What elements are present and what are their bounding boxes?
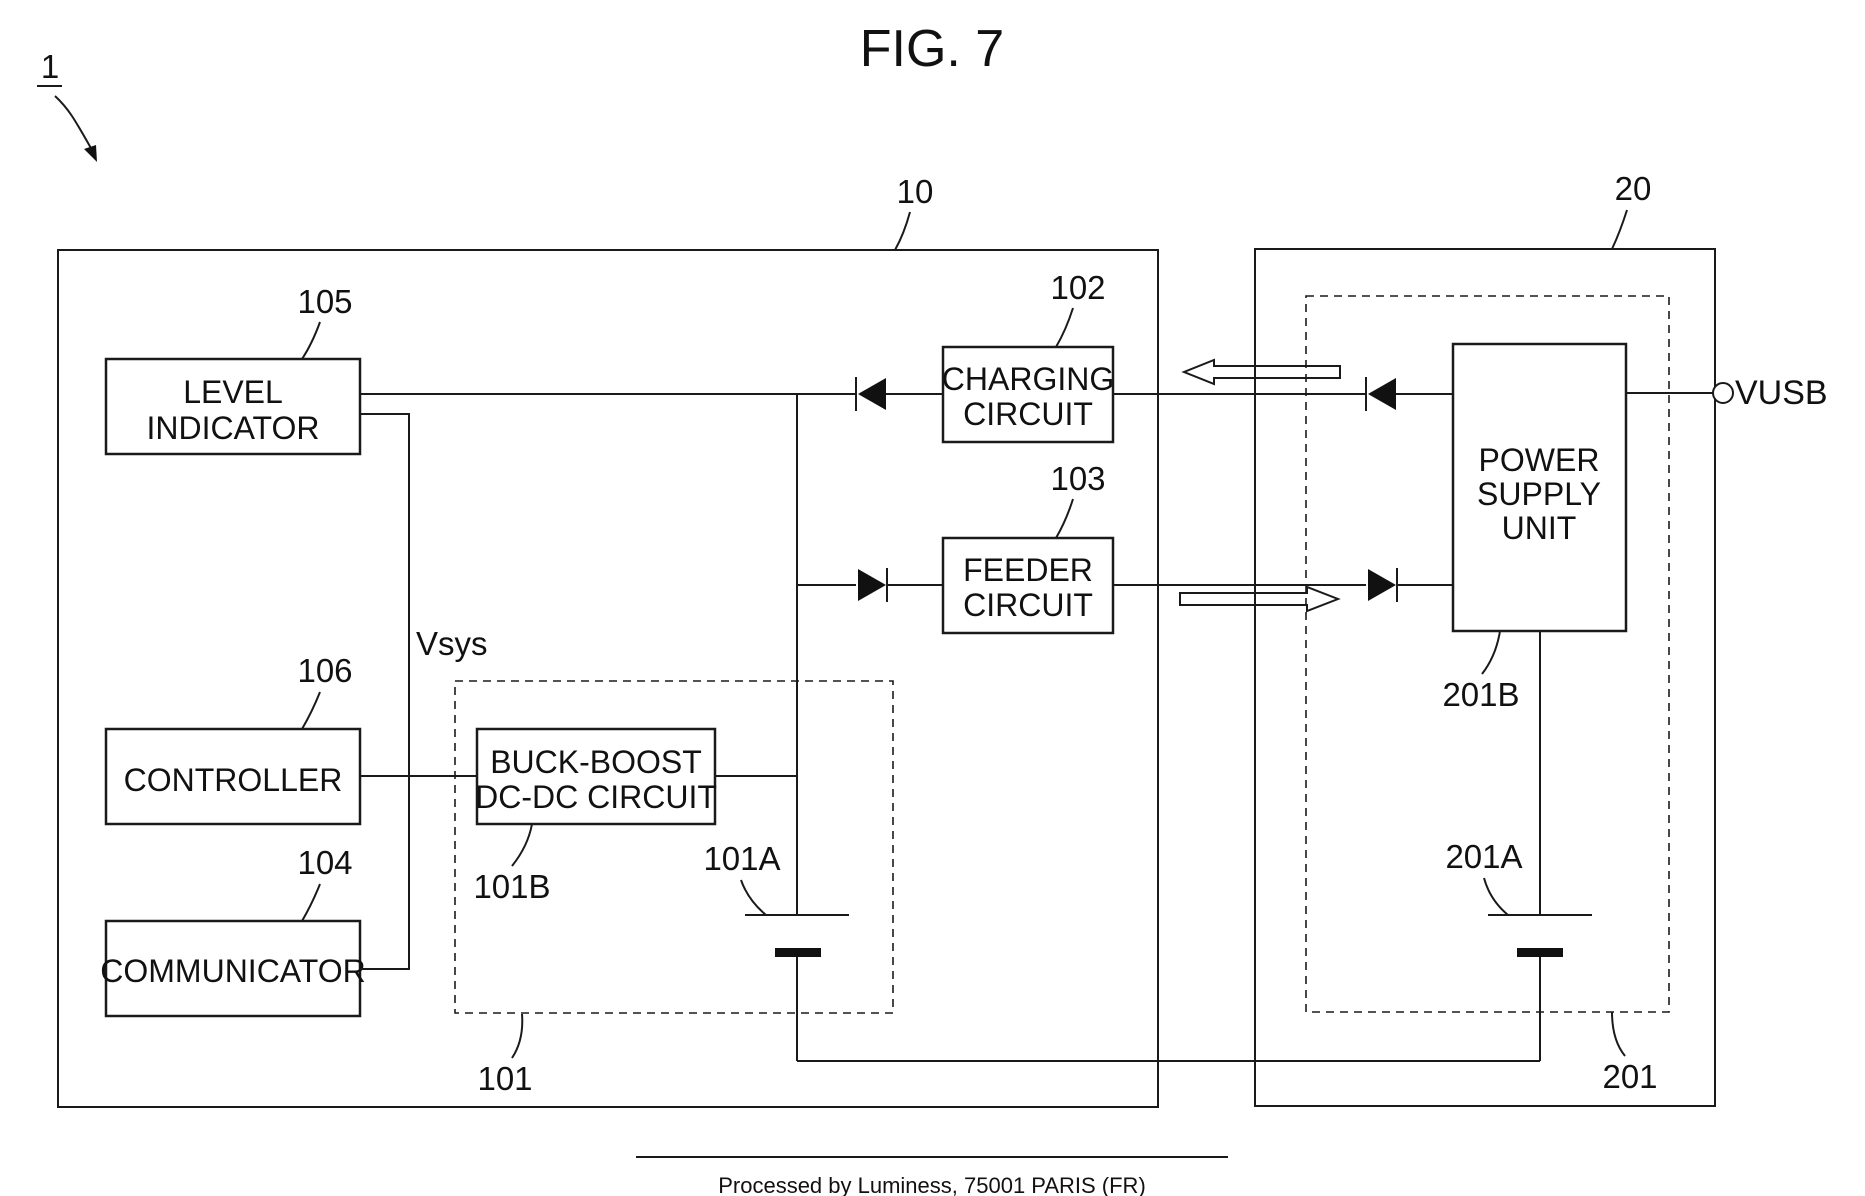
feeder-circuit-leader: [1056, 499, 1073, 538]
diode-feeder-right: [1368, 568, 1397, 602]
system-ref-arrow: [55, 96, 92, 150]
level-indicator-label-line-1: LEVEL: [183, 374, 283, 410]
power-supply-unit-block: POWER SUPPLY UNIT 201B: [1442, 344, 1626, 713]
diode-triangle: [858, 378, 886, 410]
feeder-circuit-block: FEEDER CIRCUIT 103: [943, 460, 1113, 633]
charging-flow-arrow: [1184, 360, 1340, 384]
buck-boost-block: BUCK-BOOST DC-DC CIRCUIT 101B: [473, 729, 716, 905]
system-ref-label: 1: [41, 48, 59, 85]
system-reference: 1: [37, 48, 97, 162]
device-20-ref: 20: [1615, 170, 1652, 207]
power-supply-unit-label-line-2: SUPPLY: [1477, 476, 1601, 512]
level-indicator-leader: [302, 322, 320, 359]
device-20-leader: [1612, 210, 1627, 249]
feeder-circuit-ref: 103: [1050, 460, 1105, 497]
diode-triangle: [858, 569, 886, 601]
level-indicator-block: LEVEL INDICATOR 105: [106, 283, 360, 454]
buck-boost-label-line-2: DC-DC CIRCUIT: [475, 779, 717, 815]
charging-circuit-label-line-1: CHARGING: [942, 361, 1114, 397]
device-20: 20: [1255, 170, 1715, 1106]
battery-module-101-leader: [512, 1014, 522, 1058]
device-10-ref: 10: [897, 173, 934, 210]
battery-negative-plate: [1517, 948, 1563, 957]
controller-block: CONTROLLER 106: [106, 652, 360, 824]
power-supply-unit-label-line-1: POWER: [1479, 442, 1600, 478]
diode-charging-right: [1366, 377, 1396, 411]
battery-module-201-ref: 201: [1602, 1058, 1657, 1095]
controller-label: CONTROLLER: [124, 762, 343, 798]
system-ref-arrowhead: [84, 145, 97, 162]
charging-circuit-block: CHARGING CIRCUIT 102: [942, 269, 1114, 442]
communicator-ref: 104: [297, 844, 352, 881]
feeder-circuit-label-line-1: FEEDER: [963, 552, 1093, 588]
battery-negative-plate: [775, 948, 821, 957]
figure-title: FIG. 7: [860, 20, 1004, 78]
level-indicator-label-line-2: INDICATOR: [146, 410, 319, 446]
communicator-leader: [302, 884, 320, 921]
battery-cell-201a-leader: [1484, 878, 1508, 915]
diode-triangle: [1368, 378, 1396, 410]
charging-circuit-label-line-2: CIRCUIT: [963, 396, 1093, 432]
controller-ref: 106: [297, 652, 352, 689]
battery-cell-201a-ref: 201A: [1445, 838, 1522, 875]
footer-text: Processed by Luminess, 75001 PARIS (FR): [718, 1173, 1146, 1196]
level-indicator-ref: 105: [297, 283, 352, 320]
battery-module-201-leader: [1612, 1012, 1625, 1056]
feeder-circuit-label-line-2: CIRCUIT: [963, 587, 1093, 623]
battery-cell-201a: 201A: [1445, 838, 1592, 957]
controller-leader: [302, 692, 320, 729]
diode-triangle: [1368, 569, 1396, 601]
diode-charging-left: [856, 377, 886, 411]
vusb-terminal: VUSB: [1713, 374, 1828, 412]
communicator-block: COMMUNICATOR 104: [100, 844, 365, 1016]
vsys-label: Vsys: [416, 625, 488, 662]
vusb-label: VUSB: [1735, 374, 1828, 412]
buck-boost-label-line-1: BUCK-BOOST: [490, 744, 702, 780]
diode-feeder-left: [858, 568, 887, 602]
charging-circuit-leader: [1056, 308, 1073, 347]
vsys-rail-wire: [360, 414, 409, 969]
power-supply-unit-label-line-3: UNIT: [1502, 510, 1577, 546]
communicator-label: COMMUNICATOR: [100, 953, 365, 989]
wiring-left: [360, 394, 1540, 1061]
battery-module-101-ref: 101: [477, 1060, 532, 1097]
vusb-terminal-circle: [1713, 383, 1733, 403]
feeder-flow-arrow: [1180, 587, 1338, 611]
battery-cell-101a-leader: [741, 880, 766, 915]
battery-cell-101a-ref: 101A: [703, 840, 780, 877]
buck-boost-ref: 101B: [473, 868, 550, 905]
charging-circuit-ref: 102: [1050, 269, 1105, 306]
power-supply-unit-ref: 201B: [1442, 676, 1519, 713]
buck-boost-leader: [512, 824, 532, 866]
battery-cell-101a: 101A: [703, 840, 849, 957]
device-10-leader: [895, 212, 910, 250]
power-supply-unit-leader: [1482, 631, 1500, 674]
